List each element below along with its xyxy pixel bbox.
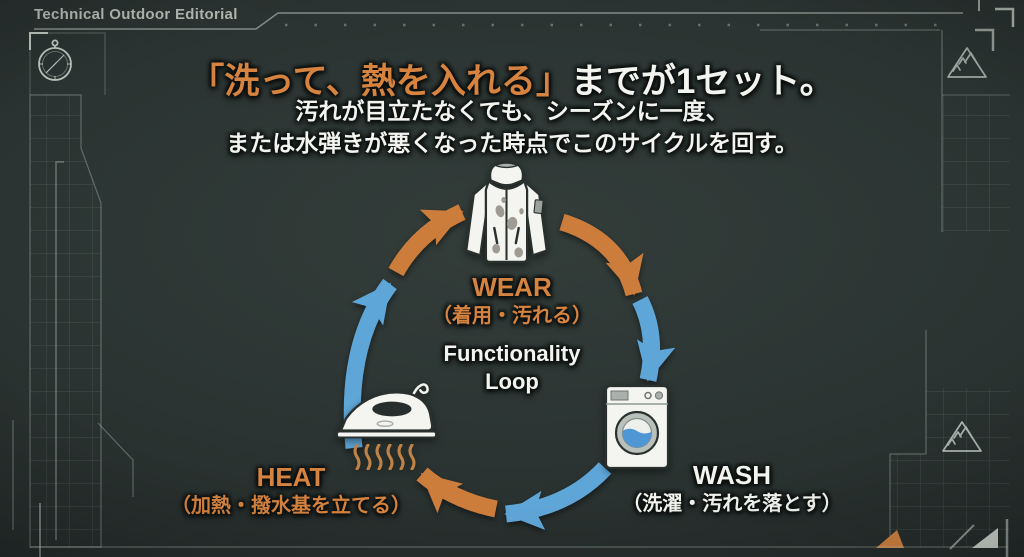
corner-bracket-icon <box>995 7 1015 27</box>
loop-label-line2: Loop <box>485 368 539 394</box>
arrow-wear-to-wash-blue <box>632 296 676 382</box>
compass-frame <box>29 32 106 95</box>
corner-bracket-icon <box>975 28 995 51</box>
subtitle-line-2: または水弾きが悪くなった時点でこのサイクルを回す。 <box>226 130 798 156</box>
loop-label: Functionality Loop <box>444 340 581 395</box>
title-rest: までが1セット。 <box>570 62 835 102</box>
compass-icon <box>38 39 72 81</box>
page-title: 「洗って、熱を入れる」までが1セット。 <box>0 63 1024 102</box>
washing-machine-icon <box>604 384 670 470</box>
wash-sublabel: （洗濯・汚れを落とす） <box>622 493 842 516</box>
jacket-icon <box>455 158 558 272</box>
arrow-wash-to-heat-orange <box>416 467 498 518</box>
grid-panel-left <box>12 94 134 557</box>
loop-label-line1: Functionality <box>443 341 581 366</box>
wear-sublabel: （着用・汚れる） <box>432 305 592 328</box>
grid-panel-top-right <box>941 30 1010 232</box>
wear-label: WEAR <box>472 272 552 302</box>
node-label-heat: HEAT （加熱・撥水基を立てる） <box>171 462 411 518</box>
heat-label: HEAT <box>256 462 326 492</box>
subtitle-line-1: 汚れが目立たなくても、シーズンに一度、 <box>295 98 729 124</box>
heat-waves-icon <box>352 444 416 470</box>
wash-label: WASH <box>693 460 771 490</box>
heat-sublabel: （加熱・撥水基を立てる） <box>171 495 411 518</box>
brand-label: Technical Outdoor Editorial <box>34 6 238 23</box>
top-frame-lines <box>34 0 1015 51</box>
corner-triangle-orange <box>876 530 904 548</box>
arrow-wash-to-heat-blue <box>504 462 612 530</box>
title-highlight: 「洗って、熱を入れる」 <box>189 62 571 102</box>
grid-panel-bottom-right <box>876 330 1010 557</box>
arrow-heat-to-wear-orange <box>388 204 466 277</box>
node-label-wear: WEAR （着用・汚れる） <box>432 272 592 328</box>
iron-icon <box>336 376 438 442</box>
corner-triangle-white <box>972 528 998 548</box>
arrow-wear-to-wash-orange <box>559 213 644 297</box>
node-label-wash: WASH （洗濯・汚れを落とす） <box>622 460 842 516</box>
